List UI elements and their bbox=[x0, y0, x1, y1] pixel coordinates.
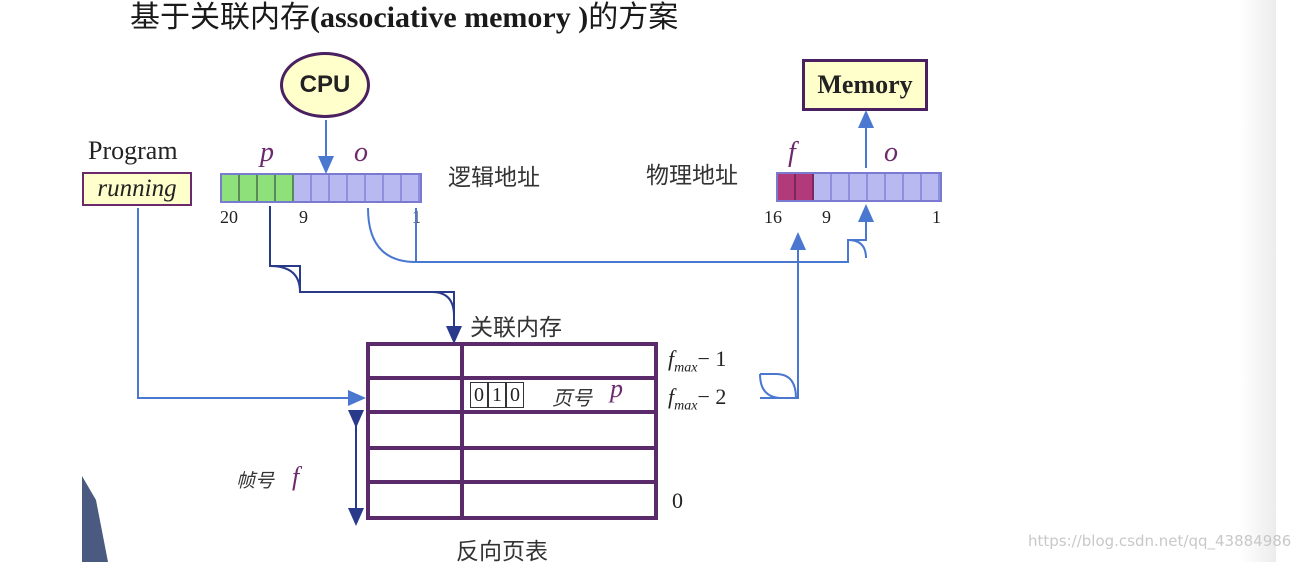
reg-cell bbox=[366, 175, 384, 201]
physical-bit-9: 9 bbox=[822, 207, 831, 227]
watermark: https://blog.csdn.net/qq_43884986 bbox=[1028, 532, 1291, 550]
reg-cell bbox=[258, 175, 276, 201]
reg-cell bbox=[796, 174, 814, 200]
logical-p-label: p bbox=[260, 137, 274, 168]
reg-cell bbox=[886, 174, 904, 200]
physical-bit-16: 16 bbox=[764, 207, 782, 227]
program-label: Program bbox=[88, 136, 178, 165]
row-label-fmax-2: fmax− 2 bbox=[668, 384, 726, 414]
reg-cell bbox=[222, 175, 240, 201]
pid-digit: 1 bbox=[488, 382, 506, 408]
running-box: running bbox=[82, 172, 192, 206]
cpu-node: CPU bbox=[280, 52, 370, 118]
physical-o-label: o bbox=[884, 137, 898, 168]
reg-cell bbox=[312, 175, 330, 201]
pid-digit: 0 bbox=[470, 382, 488, 408]
logical-address-register bbox=[220, 173, 422, 203]
reg-cell bbox=[402, 175, 420, 201]
reg-cell bbox=[330, 175, 348, 201]
reg-cell bbox=[868, 174, 886, 200]
reg-cell bbox=[384, 175, 402, 201]
fmax2-tail: − 2 bbox=[697, 384, 727, 409]
reg-cell bbox=[814, 174, 832, 200]
offset-to-physical-path bbox=[367, 204, 874, 263]
reg-cell bbox=[276, 175, 294, 201]
p-to-assoc-path bbox=[269, 206, 462, 344]
reg-cell bbox=[778, 174, 796, 200]
reg-cell bbox=[850, 174, 868, 200]
reg-cell bbox=[904, 174, 922, 200]
memory-node: Memory bbox=[802, 59, 928, 111]
table-grid bbox=[366, 342, 658, 520]
associative-memory-label: 关联内存 bbox=[470, 315, 562, 341]
physical-address-label: 物理地址 bbox=[646, 163, 738, 189]
physical-f-label: f bbox=[788, 137, 796, 168]
title-suffix: 的方案 bbox=[588, 0, 679, 35]
title-en: (associative memory ) bbox=[310, 1, 589, 34]
logical-address-label: 逻辑地址 bbox=[448, 165, 540, 191]
fmax1-tail: − 1 bbox=[697, 346, 727, 371]
table-to-frame-path bbox=[760, 240, 798, 399]
presenter-silhouette bbox=[82, 476, 108, 562]
fmax2-var: f bbox=[668, 384, 675, 409]
logical-o-label: o bbox=[354, 137, 368, 168]
reg-cell bbox=[922, 174, 940, 200]
page-var-label: p bbox=[610, 374, 623, 403]
fmax1-var: f bbox=[668, 346, 675, 371]
reg-cell bbox=[348, 175, 366, 201]
reg-cell bbox=[240, 175, 258, 201]
left-strip bbox=[0, 0, 82, 562]
physical-bit-1: 1 bbox=[932, 207, 941, 227]
title-prefix: 基于关联内存 bbox=[130, 0, 310, 35]
row-label-zero: 0 bbox=[672, 488, 683, 513]
logical-bit-20: 20 bbox=[220, 207, 238, 227]
frame-var-label: f bbox=[292, 462, 300, 491]
inverted-page-table-caption: 反向页表 bbox=[456, 539, 548, 565]
frame-number-label: 帧号 bbox=[236, 470, 275, 492]
right-strip bbox=[1240, 0, 1276, 562]
page-number-label: 页号 bbox=[552, 386, 592, 410]
fmax2-sub: max bbox=[674, 398, 698, 414]
reg-cell bbox=[832, 174, 850, 200]
inverted-page-table bbox=[366, 342, 658, 520]
pid-digit: 0 bbox=[506, 382, 524, 408]
running-to-table-arrow bbox=[137, 208, 366, 406]
logical-bit-9: 9 bbox=[299, 207, 308, 227]
row-label-fmax-1: fmax− 1 bbox=[668, 346, 726, 376]
physical-address-register bbox=[776, 172, 942, 202]
slide-title: 基于关联内存(associative memory )的方案 bbox=[130, 0, 678, 36]
fmax1-sub: max bbox=[674, 360, 698, 376]
reg-cell bbox=[294, 175, 312, 201]
